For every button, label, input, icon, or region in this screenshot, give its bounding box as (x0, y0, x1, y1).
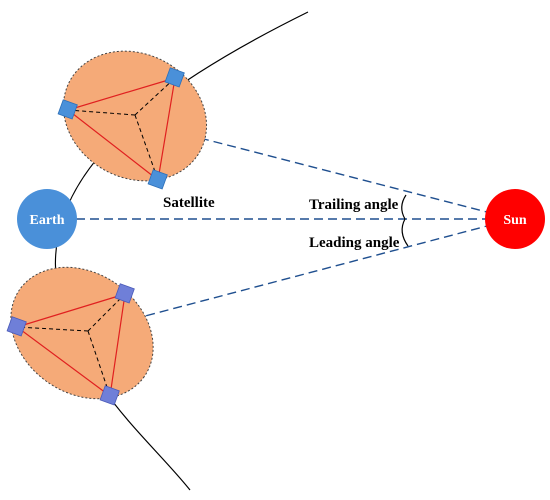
lower-satellite-square-top (114, 283, 135, 304)
upper-satellite-square-left (57, 99, 78, 120)
upper-arm-3 (134, 114, 159, 181)
sun-circle (485, 189, 545, 249)
upper-formation-triangle (66, 77, 176, 182)
upper-satellite-square-top (164, 67, 185, 88)
lower-arm-1 (87, 293, 126, 332)
earth-circle (17, 189, 77, 249)
lower-arm-2 (16, 326, 89, 332)
leading-angle-arc (401, 218, 409, 247)
upper-satellite-formation (57, 50, 208, 190)
trailing-angle-arc (401, 194, 407, 220)
sight-line-lower-satellite-sun (91, 225, 488, 331)
lower-satellite-square-bottom (99, 385, 120, 406)
upper-arm-1 (134, 77, 176, 116)
sight-line-upper-satellite-sun (199, 137, 488, 213)
lower-formation-ellipse (10, 266, 154, 400)
sun-label: Sun (503, 213, 527, 228)
lower-satellite-formation (6, 266, 154, 406)
leading-angle-label: Leading angle (309, 235, 400, 251)
lower-formation-triangle (15, 293, 126, 398)
lower-arm-3 (87, 330, 111, 397)
lower-satellite-square-left (6, 316, 27, 337)
earth-label: Earth (30, 213, 65, 228)
upper-satellite-square-bottom (147, 169, 168, 190)
trailing-angle-label: Trailing angle (309, 197, 399, 213)
satellite-label: Satellite (163, 195, 215, 211)
